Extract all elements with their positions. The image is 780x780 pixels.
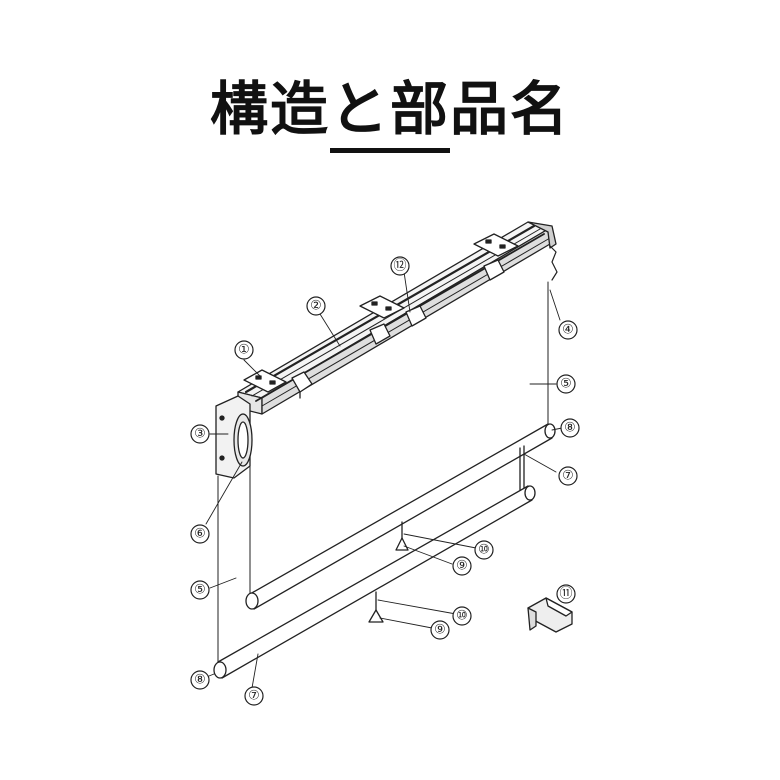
rail-bracket-1 [243,369,313,399]
callout-10-lower: ⑩ [456,609,468,624]
callout-2: ② [310,299,322,314]
left-clutch-unit [215,395,253,479]
callout-4: ④ [562,323,574,338]
callout-7-lower: ⑦ [248,689,260,704]
pull-cord-upper [395,521,409,551]
callout-9-lower: ⑨ [434,623,446,638]
callout-9-upper: ⑨ [456,559,468,574]
callout-8-lower: ⑧ [194,673,206,688]
separate-bracket [527,597,573,633]
callout-3: ③ [194,427,206,442]
leader-lines [203,271,563,689]
rail-bracket-2 [359,295,427,345]
callout-8-upper: ⑧ [564,421,576,436]
rail-bracket-3 [473,233,519,281]
callout-7-upper: ⑦ [562,469,574,484]
callout-6: ⑥ [194,527,206,542]
callout-12: ⑫ [393,259,406,274]
callout-5-upper: ⑤ [560,377,572,392]
title-underline [330,148,450,153]
callout-5-lower: ⑤ [194,583,206,598]
upper-bottom-bar [245,423,556,610]
callout-11: ⑪ [559,587,572,602]
shade-cords [217,281,549,669]
pull-cord-lower [368,591,384,623]
callout-1: ① [238,343,250,358]
callout-10-upper: ⑩ [478,543,490,558]
callout-markers [190,256,580,706]
lower-bottom-bar [213,485,536,679]
page-title: 構造と部品名 [209,75,570,143]
